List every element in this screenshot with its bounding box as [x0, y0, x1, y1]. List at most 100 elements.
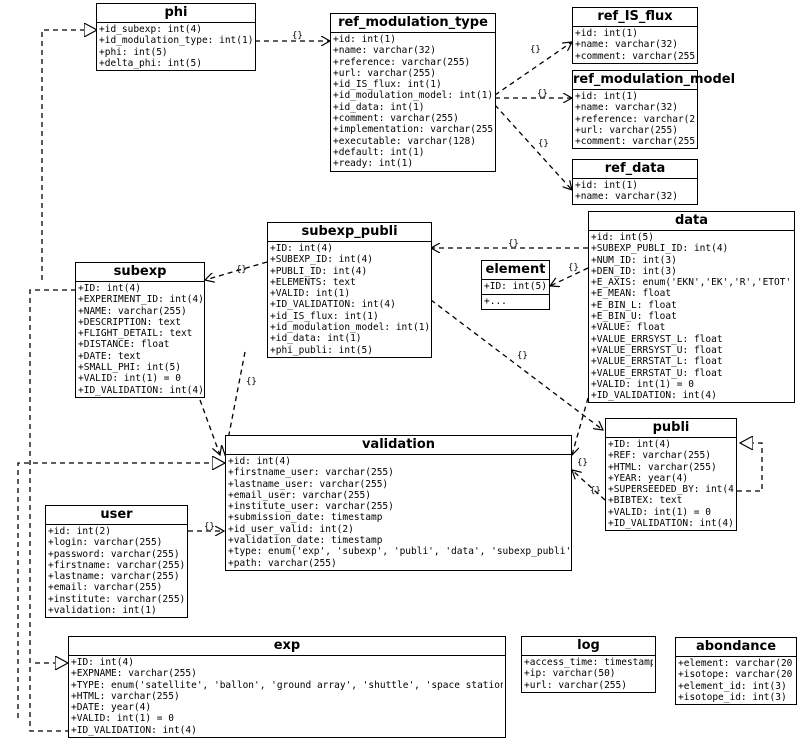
field-row: +id_IS_flux: int(1) [333, 79, 442, 91]
table-log[interactable]: log +access_time: timestamp+ip: varchar(… [521, 636, 656, 693]
table-title: validation [226, 436, 571, 455]
field-row: +id_data: int(1) [270, 333, 362, 345]
link-subexp-phi [41, 30, 97, 280]
field-row: +DISTANCE: float [78, 339, 170, 351]
field-row: +id: int(1) [575, 91, 638, 102]
table-abondance[interactable]: abondance +element: varchar(20)+isotope:… [675, 637, 797, 706]
field-row: +E_AXIS: enum('EKN','EK','R','ETOT') [591, 277, 792, 289]
field-row: +id_data: int(1) [333, 101, 425, 113]
field-list: +id: int(5)+SUBEXP_PUBLI_ID: int(4)+NUM_… [589, 231, 794, 402]
field-row: +reference: varchar(255) [333, 56, 471, 68]
mult-10: {} [577, 458, 588, 468]
field-row: +submission_date: timestamp [228, 512, 383, 524]
table-exp[interactable]: exp +ID: int(4)+EXPNAME: varchar(255)+TY… [68, 636, 506, 739]
field-row: +TYPE: enum('satellite', 'ballon', 'grou… [71, 679, 503, 691]
field-row: +url: varchar(255) [524, 679, 627, 691]
table-ref-is-flux[interactable]: ref_IS_flux +id: int(1)+name: varchar(32… [572, 7, 698, 64]
link-subexp-validation [199, 399, 220, 455]
field-row: +executable: varchar(128) [333, 135, 476, 147]
table-ref-modulation-type[interactable]: ref_modulation_type +id: int(1)+name: va… [330, 13, 496, 172]
field-row: +institute: varchar(255) [48, 593, 185, 605]
mult-3: {} [537, 89, 548, 99]
field-row: +VALID: int(1) = 0 [591, 378, 694, 390]
table-subexp-publi[interactable]: subexp_publi +ID: int(4)+SUBEXP_ID: int(… [267, 222, 432, 358]
field-row: +name: varchar(32) [575, 102, 678, 114]
table-title: abondance [676, 638, 796, 657]
method-placeholder: +... [484, 296, 507, 308]
field-row: +isotope_id: int(3) [678, 691, 787, 703]
field-row: +id_modulation_model: int(1) [270, 322, 429, 334]
table-user[interactable]: user +id: int(2)+login: varchar(255)+pas… [45, 505, 188, 619]
field-row: +E_BIN_L: float [591, 299, 677, 311]
table-data[interactable]: data +id: int(5)+SUBEXP_PUBLI_ID: int(4)… [588, 211, 795, 404]
mult-5: {} [508, 239, 519, 249]
table-title: data [589, 212, 794, 231]
field-row: +DATE: year(4) [71, 702, 152, 714]
table-publi[interactable]: publi +ID: int(4)+REF: varchar(255)+HTML… [605, 418, 737, 532]
link-publi-validation [572, 470, 606, 501]
field-row: +id: int(2) [48, 526, 111, 537]
field-row: +url: varchar(255) [333, 67, 436, 79]
field-row: +DEN_ID: int(3) [591, 265, 677, 277]
field-row: +HTML: varchar(255) [608, 461, 717, 473]
field-row: +YEAR: year(4) [608, 472, 689, 484]
field-list: +id: int(1)+name: varchar(32)+reference:… [331, 33, 495, 171]
field-row: +id: int(5) [591, 232, 654, 243]
field-list: +access_time: timestamp+ip: varchar(50)+… [522, 656, 655, 692]
field-row: +VALID: int(1) = 0 [78, 373, 181, 385]
field-row: +lastname_user: varchar(255) [228, 478, 389, 490]
mult-1: {} [292, 31, 303, 41]
table-ref-modulation-model[interactable]: ref_modulation_model +id: int(1)+name: v… [572, 70, 735, 150]
link-refmod-isflux [494, 42, 572, 96]
field-list: +ID: int(4)+EXPNAME: varchar(255)+TYPE: … [69, 656, 505, 737]
field-row: +validation_date: timestamp [228, 535, 383, 547]
field-row: +E_BIN_U: float [591, 311, 677, 323]
field-row: +DESCRIPTION: text [78, 316, 181, 328]
field-row: +id_user_valid: int(2) [228, 523, 354, 535]
table-title: publi [606, 419, 736, 438]
field-row: +name: varchar(32) [333, 45, 436, 57]
table-element[interactable]: element +ID: int(5) +... [481, 260, 550, 310]
field-row: +default: int(1) [333, 146, 425, 158]
field-row: +PUBLI_ID: int(4) [270, 265, 368, 277]
mult-2: {} [530, 45, 541, 55]
mult-9: {} [246, 377, 257, 387]
field-row: +SUPERSEEDED_BY: int(4) [608, 484, 734, 496]
field-row: +element: varchar(20) [678, 658, 794, 669]
field-row: +ID_VALIDATION: int(4) [591, 390, 717, 402]
field-row: +EXPNAME: varchar(255) [71, 668, 197, 680]
table-validation[interactable]: validation +id: int(4)+firstname_user: v… [225, 435, 572, 571]
table-title: log [522, 637, 655, 656]
link-subexppubli-publi [430, 299, 603, 430]
field-row: +REF: varchar(255) [608, 450, 711, 462]
table-title: ref_IS_flux [573, 8, 697, 27]
field-row: +id: int(4) [228, 456, 291, 467]
field-row: +institute_user: varchar(255) [228, 501, 394, 513]
field-row: +lastname: varchar(255) [48, 571, 180, 583]
field-row: +comment: varchar(255) [333, 113, 459, 125]
link-data-element [550, 267, 589, 286]
table-ref-data[interactable]: ref_data +id: int(1)+name: varchar(32) [572, 159, 698, 205]
table-title: phi [97, 4, 255, 23]
mult-8: {} [517, 351, 528, 361]
field-row: +name: varchar(32) [575, 191, 678, 203]
field-list: +ID: int(4)+EXPERIMENT_ID: int(4)+NAME: … [76, 282, 204, 397]
mult-11: {} [590, 486, 601, 496]
link-publi-self [737, 443, 763, 492]
field-row: +path: varchar(255) [228, 557, 337, 569]
table-phi[interactable]: phi +id_subexp: int(4)+id_modulation_typ… [96, 3, 256, 72]
link-data-validation [572, 397, 589, 455]
field-row: +NAME: varchar(255) [78, 305, 187, 317]
field-row: +SUBEXP_PUBLI_ID: int(4) [591, 243, 729, 255]
field-list: +id: int(1)+name: varchar(32)+comment: v… [573, 27, 697, 63]
field-row: +ready: int(1) [333, 158, 414, 170]
table-subexp[interactable]: subexp +ID: int(4)+EXPERIMENT_ID: int(4)… [75, 262, 205, 398]
field-row: +comment: varchar(255) [575, 136, 695, 148]
field-row: +SMALL_PHI: int(5) [78, 362, 181, 374]
field-row: +url: varchar(255) [575, 124, 678, 136]
field-row: +validation: int(1) [48, 605, 157, 617]
field-list: +ID: int(5) [482, 280, 549, 293]
field-row: +id_IS_flux: int(1) [270, 310, 379, 322]
field-row: +VALID: int(1) = 0 [71, 713, 174, 725]
field-row: +id: int(1) [575, 180, 638, 191]
